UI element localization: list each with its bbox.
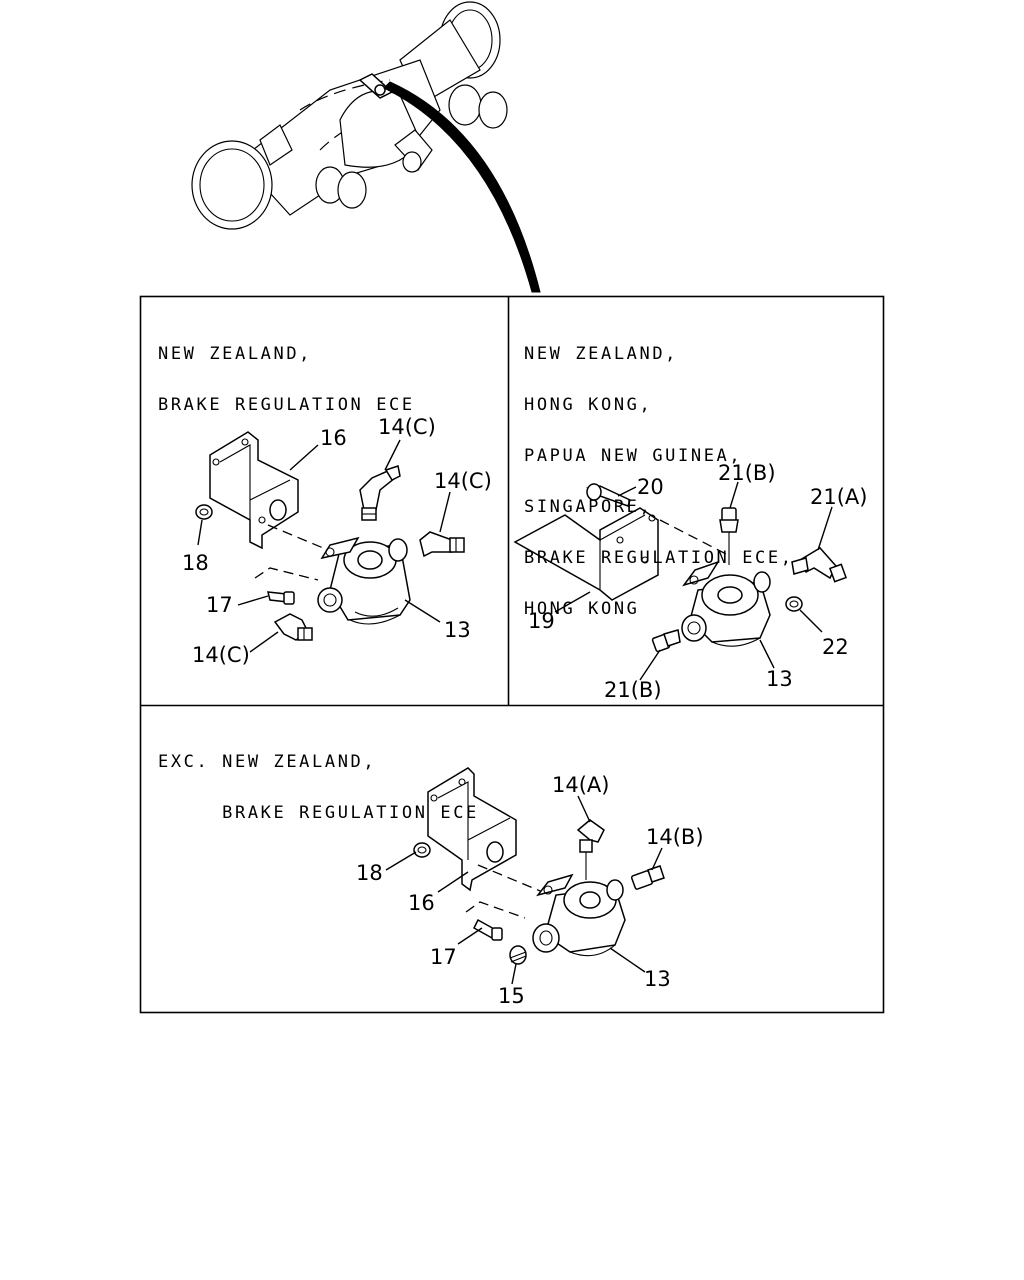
plug-15 bbox=[509, 945, 527, 965]
caption-line: SINGAPORE, bbox=[524, 497, 653, 517]
callout-14c-lower: 14(C) bbox=[192, 643, 250, 667]
callout-18-bottom: 18 bbox=[356, 861, 383, 885]
callout-21a: 21(A) bbox=[810, 485, 867, 509]
top-left-assembly: 16 14(C) 14(C) 18 17 13 14(C) bbox=[182, 415, 492, 667]
callout-19: 19 bbox=[528, 609, 555, 633]
callout-13: 13 bbox=[444, 618, 471, 642]
caption-line: EXC. NEW ZEALAND, bbox=[158, 752, 377, 772]
nut-18-bottom bbox=[413, 842, 431, 858]
callout-14c-right: 14(C) bbox=[434, 469, 492, 493]
fitting-14b bbox=[630, 865, 665, 890]
fitting-21b-lower bbox=[651, 629, 681, 653]
caption-line: NEW ZEALAND, bbox=[524, 344, 679, 364]
callout-20: 20 bbox=[637, 475, 664, 499]
caption-bottom: EXC. NEW ZEALAND, BRAKE REGULATION ECE bbox=[158, 720, 479, 856]
valve-13-right bbox=[681, 560, 771, 647]
panel-frame bbox=[139, 295, 885, 1014]
callout-14a: 14(A) bbox=[552, 773, 609, 797]
fitting-14a bbox=[576, 819, 605, 880]
caption-line: NEW ZEALAND, bbox=[158, 344, 313, 364]
caption-line: BRAKE REGULATION ECE bbox=[158, 395, 415, 415]
callout-17: 17 bbox=[206, 593, 233, 617]
callout-13-right: 13 bbox=[766, 667, 793, 691]
callout-13-bottom: 13 bbox=[644, 967, 671, 991]
caption-line: PAPUA NEW GUINEA, bbox=[524, 446, 743, 466]
callout-17-bottom: 17 bbox=[430, 945, 457, 969]
nut-18 bbox=[195, 504, 213, 520]
callout-21b-top: 21(B) bbox=[718, 461, 776, 485]
valve-13-bottom bbox=[532, 873, 626, 957]
elbow-fitting-21a bbox=[791, 547, 847, 583]
caption-line: BRAKE REGULATION ECE bbox=[158, 803, 479, 823]
bracket-16 bbox=[209, 431, 299, 550]
elbow-fitting-14c-right bbox=[419, 531, 465, 558]
bottom-assembly: 14(A) 14(B) 18 16 17 15 13 bbox=[356, 767, 704, 1008]
callout-22: 22 bbox=[822, 635, 849, 659]
nut-22 bbox=[785, 596, 803, 612]
callout-14b: 14(B) bbox=[646, 825, 704, 849]
callout-15: 15 bbox=[498, 984, 525, 1008]
callout-21b-lower: 21(B) bbox=[604, 678, 662, 702]
caption-line: BRAKE REGULATION ECE, bbox=[524, 548, 794, 568]
callout-16: 16 bbox=[320, 426, 347, 450]
caption-top-right: NEW ZEALAND, HONG KONG, PAPUA NEW GUINEA… bbox=[524, 312, 794, 652]
callout-18: 18 bbox=[182, 551, 209, 575]
callout-14c-top: 14(C) bbox=[378, 415, 436, 439]
fitting-21b-top bbox=[719, 507, 739, 565]
valve-13 bbox=[317, 536, 411, 625]
callout-16-bottom: 16 bbox=[408, 891, 435, 915]
caption-top-left: NEW ZEALAND, BRAKE REGULATION ECE bbox=[158, 312, 415, 448]
caption-line: HONG KONG, bbox=[524, 395, 653, 415]
elbow-fitting-14c-lower bbox=[273, 613, 313, 641]
bracket-19 bbox=[513, 507, 659, 601]
elbow-fitting-14c-top bbox=[359, 465, 401, 521]
top-right-assembly: 20 21(B) 21(A) 19 22 21(B) 13 bbox=[513, 461, 867, 702]
caption-line: HONG KONG bbox=[524, 599, 640, 619]
axle-housing-illustration bbox=[191, 1, 541, 293]
